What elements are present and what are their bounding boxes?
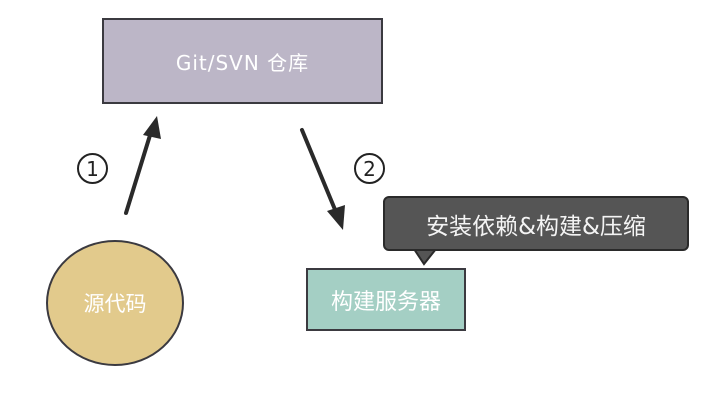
build-server-box: 构建服务器 (306, 268, 466, 331)
arrow-source-to-repo-head (143, 116, 161, 139)
build-server-label: 构建服务器 (330, 289, 441, 315)
source-code-circle: 源代码 (46, 240, 184, 366)
arrow-repo-to-server (300, 128, 338, 214)
step-one-marker: 1 (77, 153, 108, 184)
step-one-label: 1 (86, 156, 99, 181)
arrow-source-to-repo (124, 130, 153, 215)
build-steps-label: 安装依赖&构建&压缩 (426, 213, 646, 240)
repository-box: Git/SVN 仓库 (102, 18, 383, 104)
callout-pointer (412, 248, 439, 266)
arrow-repo-to-server-head (327, 205, 345, 230)
step-two-marker: 2 (354, 153, 385, 184)
repository-label: Git/SVN 仓库 (175, 50, 310, 75)
build-steps-callout: 安装依赖&构建&压缩 (383, 196, 689, 251)
source-code-label: 源代码 (83, 292, 147, 316)
step-two-label: 2 (363, 156, 376, 181)
